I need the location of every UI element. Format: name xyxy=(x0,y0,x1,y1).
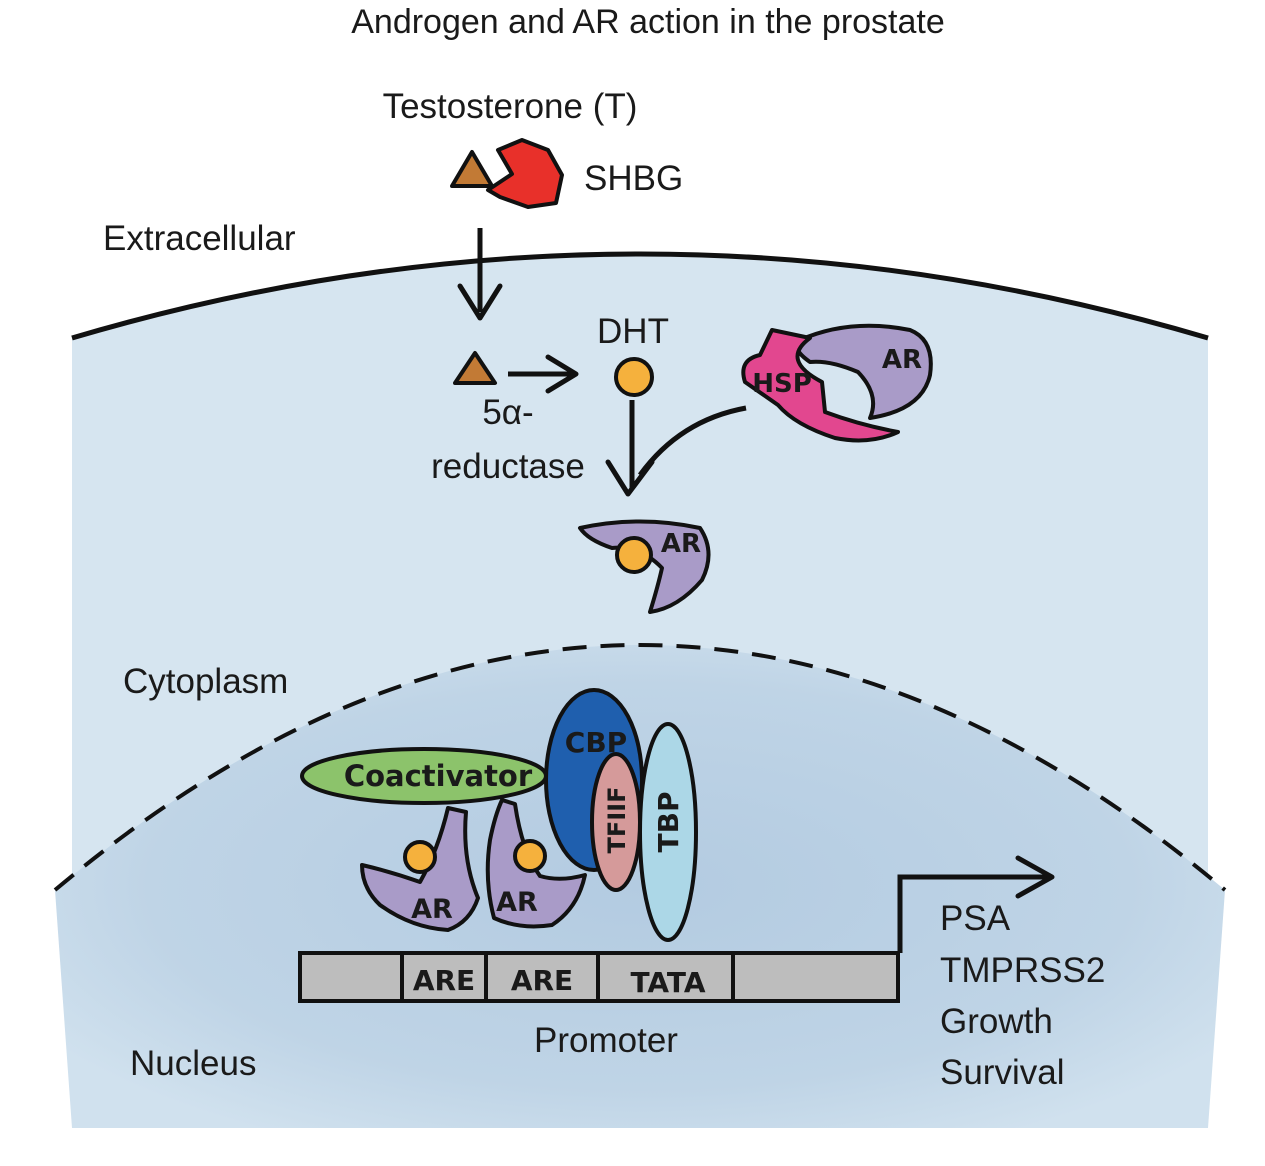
dht-ligand-dimer-left-icon xyxy=(403,840,437,874)
target-psa: PSA xyxy=(940,899,1011,938)
nuclear-envelope xyxy=(53,643,1227,892)
ar-label-dimer-left: AR xyxy=(411,894,453,925)
coactivator-protein-icon xyxy=(300,747,548,805)
tata-element: TATA xyxy=(630,966,705,999)
are-element-2: ARE xyxy=(511,964,573,997)
reductase-label-line2: reductase xyxy=(431,447,585,486)
transcription-arrow-line xyxy=(897,874,1048,953)
target-tmprss2: TMPRSS2 xyxy=(940,951,1105,990)
diagram-title: Androgen and AR action in the prostate xyxy=(351,3,945,41)
ar-label-hsp-complex: AR xyxy=(882,345,922,375)
dht-ligand-icon xyxy=(614,357,654,397)
target-growth: Growth xyxy=(940,1002,1053,1041)
hsp-protein-icon xyxy=(741,328,900,443)
binding-arrow-head-icon xyxy=(605,459,655,497)
conversion-arrow-head-icon xyxy=(545,354,579,394)
ar-protein-dimer-left-icon xyxy=(360,806,480,932)
nucleus-label: Nucleus xyxy=(130,1044,256,1083)
target-survival: Survival xyxy=(940,1053,1064,1092)
entry-arrow-head-icon xyxy=(457,283,503,321)
extracellular-label: Extracellular xyxy=(103,219,296,258)
ar-protein-dht-bound-icon xyxy=(578,519,711,614)
ar-label-dimer-right: AR xyxy=(496,887,538,918)
ar-protein-hsp-bound-icon xyxy=(794,323,933,420)
testosterone-triangle-intracellular-icon xyxy=(453,351,497,385)
tfiif-protein-icon xyxy=(590,752,642,892)
ar-protein-dimer-right-icon xyxy=(485,798,587,929)
testosterone-label: Testosterone (T) xyxy=(383,87,638,126)
hsp-label: HSP xyxy=(752,369,812,399)
dht-ligand-bound-icon xyxy=(615,536,653,574)
are-element-1: ARE xyxy=(413,964,475,997)
testosterone-triangle-icon xyxy=(450,150,494,188)
shbg-label: SHBG xyxy=(584,159,683,198)
dht-ligand-dimer-right-icon xyxy=(513,839,547,873)
tbp-label: TBP xyxy=(652,792,685,853)
coactivator-label: Coactivator xyxy=(344,759,533,793)
tfiif-label: TFIIF xyxy=(603,786,631,853)
cell-membrane xyxy=(71,251,1209,341)
ar-label-cytoplasm: AR xyxy=(661,529,701,559)
transcription-arrow-head-icon xyxy=(1015,855,1055,899)
shbg-protein-icon xyxy=(486,138,564,209)
reductase-label-line1: 5α- xyxy=(482,393,533,432)
promoter-label: Promoter xyxy=(534,1021,678,1060)
cytoplasm-label: Cytoplasm xyxy=(123,662,288,701)
dht-label: DHT xyxy=(597,312,669,351)
